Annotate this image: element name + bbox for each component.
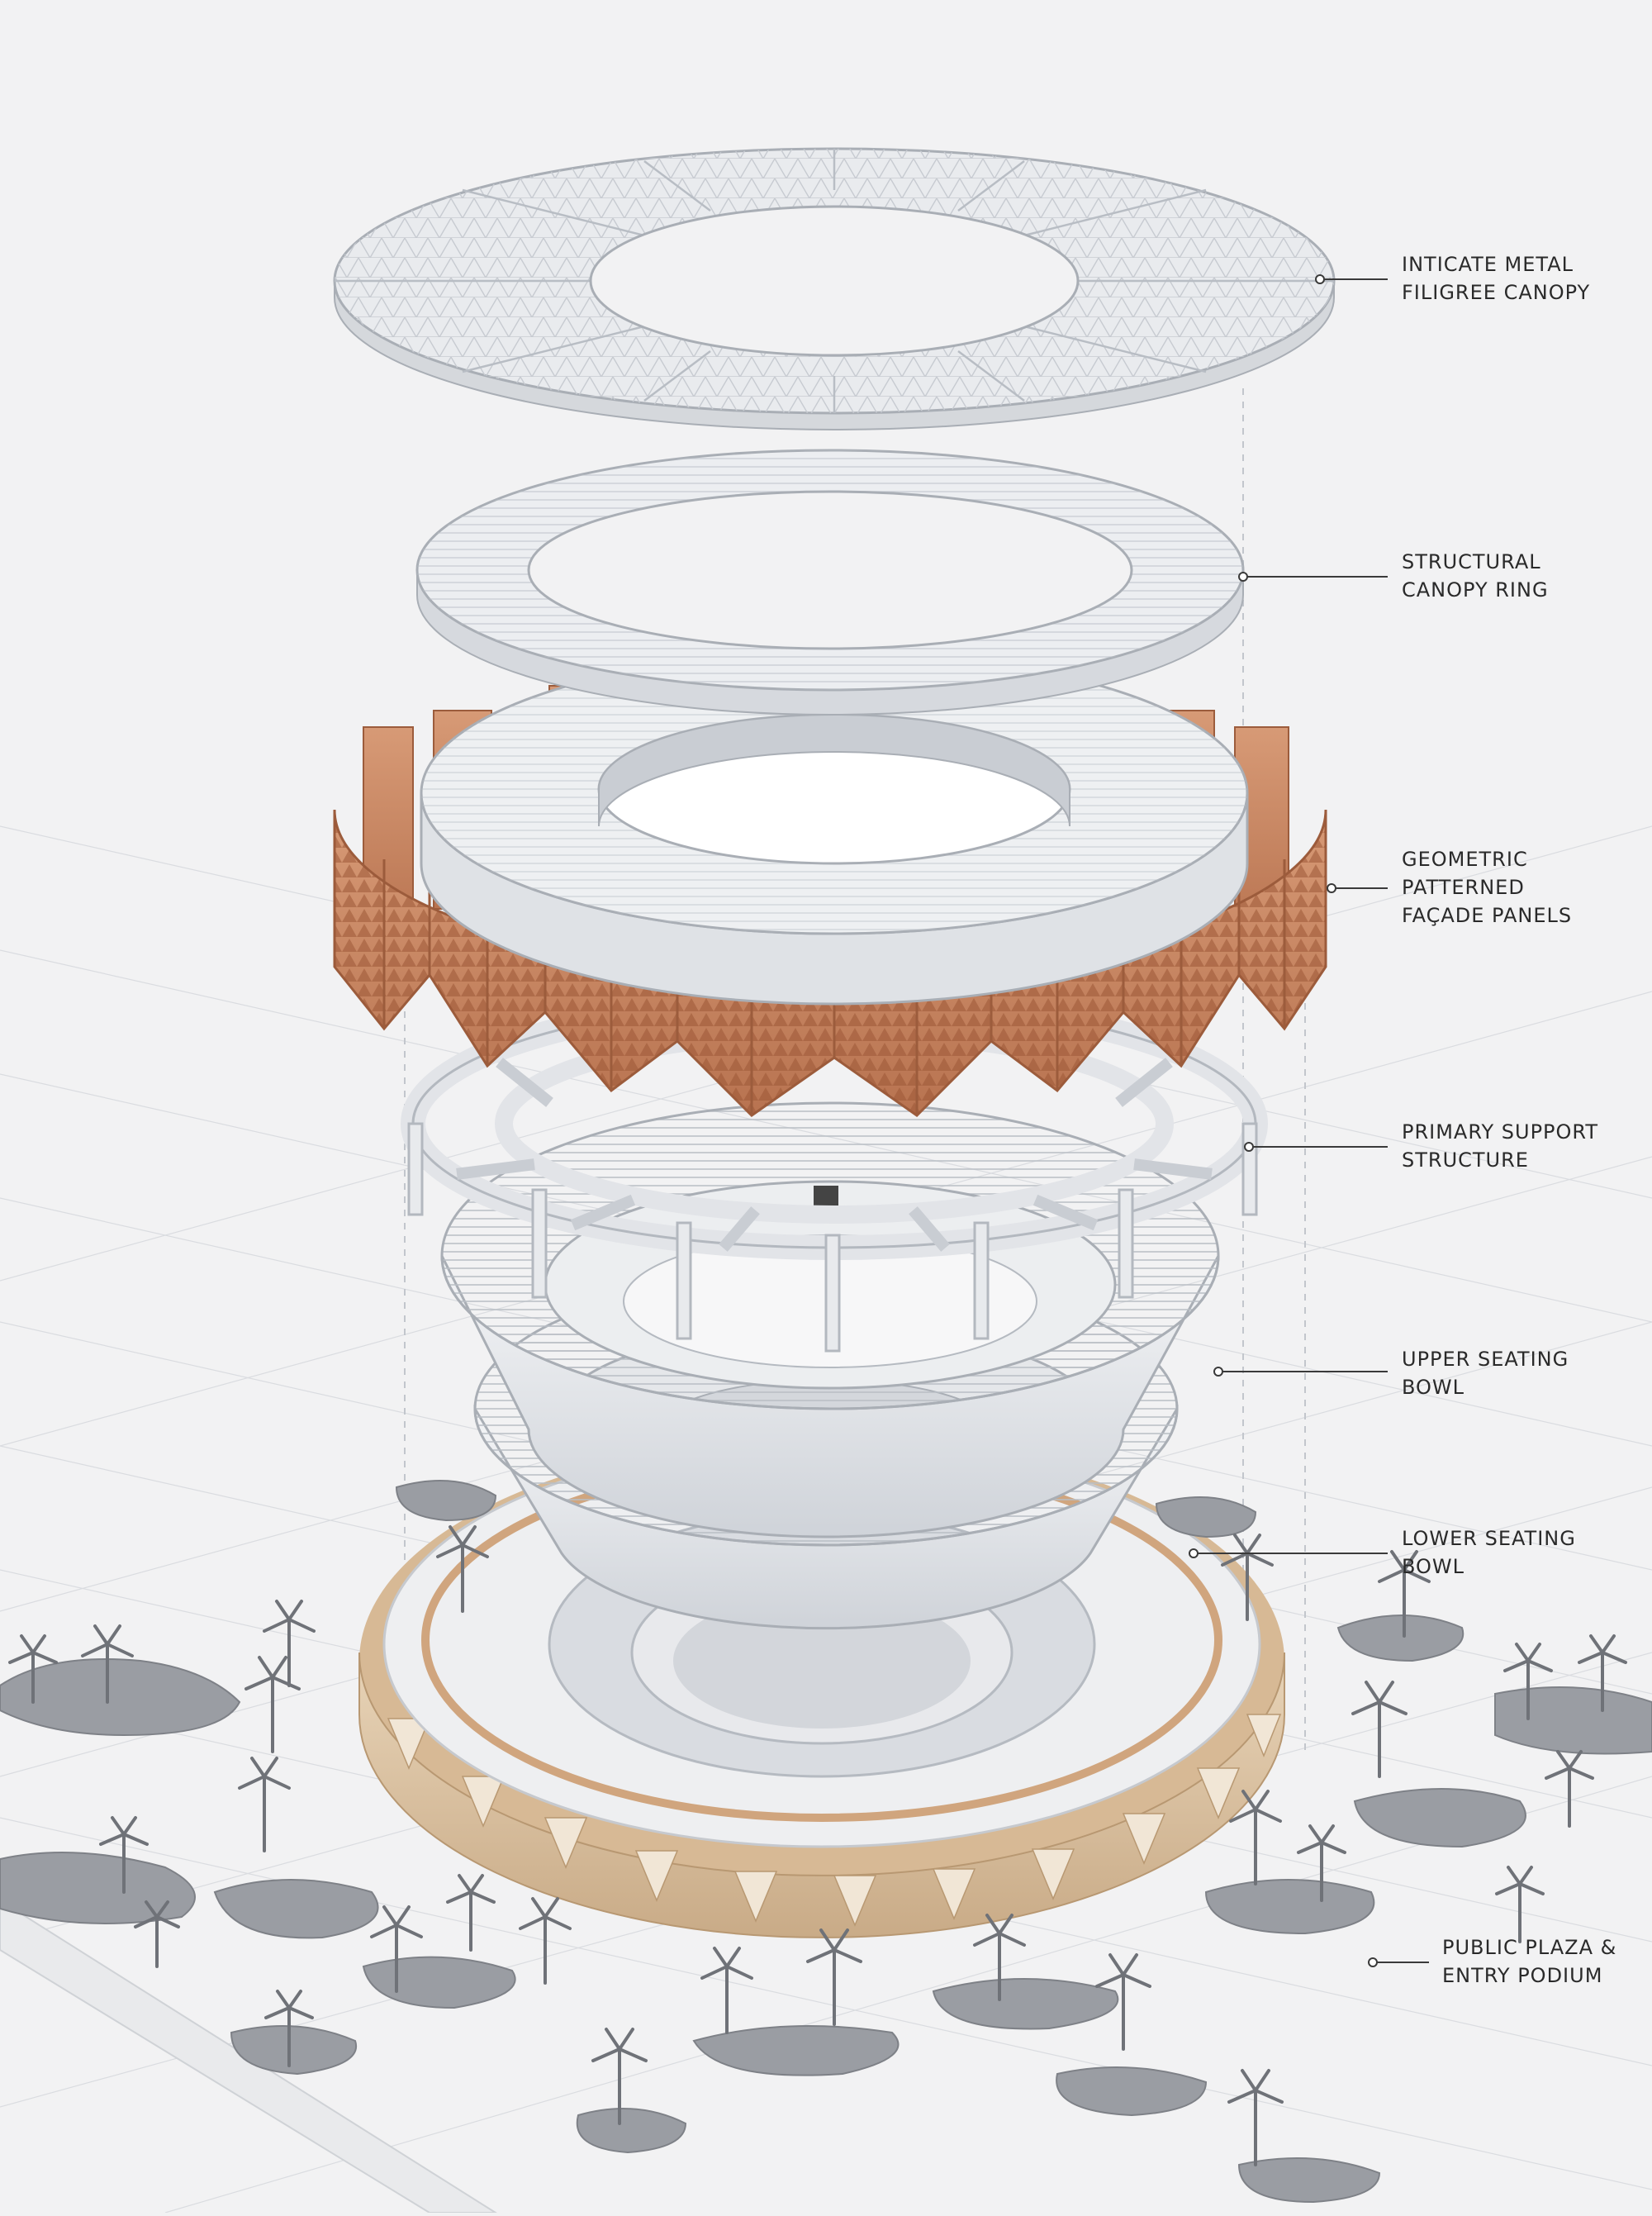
structural-canopy-ring-layer	[415, 449, 1245, 716]
podium-arches	[387, 1714, 1282, 1927]
palm-trees	[8, 1525, 1627, 2166]
label-upper-seating-bowl: UPPER SEATING BOWL	[1402, 1348, 1569, 1399]
label-lower-seating-bowl: LOWER SEATING BOWL	[1402, 1527, 1576, 1578]
label-public-plaza: PUBLIC PLAZA & ENTRY PODIUM	[1442, 1936, 1617, 1987]
filigree-canopy-layer	[333, 147, 1336, 430]
facade-panels-layer	[333, 651, 1327, 1117]
label-structural-canopy-ring: STRUCTURAL CANOPY RING	[1402, 550, 1549, 602]
callout-leaders	[1189, 274, 1429, 1967]
landscape-planters	[0, 1480, 1652, 2204]
label-filigree-canopy: INTICATE METAL FILIGREE CANOPY	[1402, 253, 1591, 304]
label-facade-panels: GEOMETRIC PATTERNED FAÇADE PANELS	[1402, 848, 1573, 927]
label-primary-support-structure: PRIMARY SUPPORT STRUCTURE	[1402, 1120, 1599, 1172]
